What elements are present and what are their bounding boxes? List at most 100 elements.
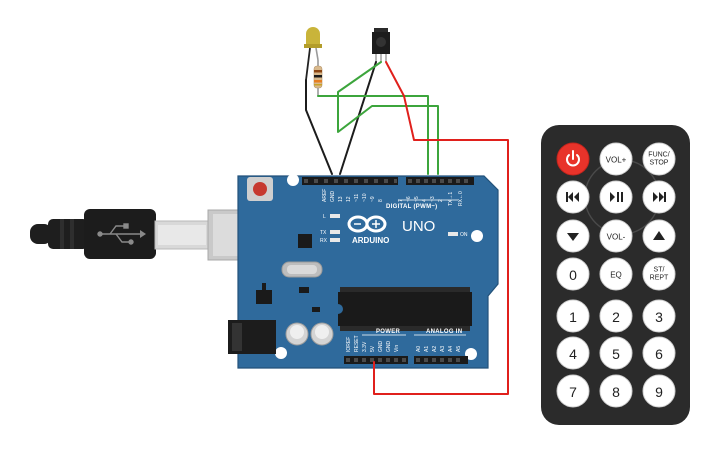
led-label: L bbox=[323, 214, 326, 220]
remote-button-b3[interactable]: 3 bbox=[642, 299, 676, 333]
pin-label: 3.3V bbox=[362, 341, 368, 352]
remote-button-next[interactable] bbox=[642, 180, 676, 214]
remote-button-label: 0 bbox=[569, 267, 577, 283]
remote-button-up[interactable] bbox=[642, 219, 676, 253]
pin-label: ~3 bbox=[430, 196, 436, 202]
remote-button-play-pause[interactable] bbox=[599, 180, 633, 214]
usb-icon bbox=[97, 223, 146, 245]
remote-button-label: 2 bbox=[612, 309, 620, 325]
remote-button-func-stop[interactable]: FUNC/STOP bbox=[642, 142, 676, 176]
analog-header-label: ANALOG IN bbox=[426, 329, 462, 335]
pin-label: IOREF bbox=[346, 337, 352, 352]
pin-label: 13 bbox=[338, 196, 344, 202]
remote-button-st-rept[interactable]: ST/REPT bbox=[642, 257, 676, 291]
remote-button-vol-up[interactable]: VOL+ bbox=[599, 142, 633, 176]
digital-header-label: DIGITAL (PWM~) bbox=[386, 204, 437, 210]
power-analog-header bbox=[344, 356, 468, 364]
pin-label: Vin bbox=[394, 345, 400, 352]
remote-button-label: FUNC/ bbox=[648, 152, 669, 159]
crystal-oscillator bbox=[281, 261, 323, 278]
brand-label: ARDUINO bbox=[352, 236, 389, 245]
pin-label: ~11 bbox=[354, 194, 360, 202]
reset-button bbox=[247, 177, 273, 201]
power-header-label: POWER bbox=[376, 329, 401, 335]
arduino-logo bbox=[347, 215, 387, 233]
remote-button-label: EQ bbox=[610, 271, 622, 280]
top-pin-labels: AREF GND 13 12 ~11 ~10 ~9 8 7 ~6 ~5 4 ~3… bbox=[322, 189, 464, 206]
digital-pin-header bbox=[302, 177, 474, 185]
remote-button-label: 4 bbox=[569, 346, 577, 362]
regulator bbox=[256, 290, 272, 304]
pin-label: A1 bbox=[424, 346, 430, 352]
remote-buttons: VOL+ FUNC/STOP VOL- 0 EQ ST/REPT 1 2 3 4 5 6 7 8 9 bbox=[556, 142, 676, 408]
remote-button-label: 5 bbox=[612, 346, 620, 362]
remote-button-label: REPT bbox=[650, 275, 669, 282]
usb-cable bbox=[30, 209, 273, 261]
remote-button-label: 6 bbox=[655, 346, 663, 362]
remote-button-label: 9 bbox=[655, 384, 663, 400]
remote-button-label: 1 bbox=[569, 309, 577, 325]
pin-label: A0 bbox=[416, 346, 422, 352]
led-label: TX bbox=[320, 230, 327, 236]
bottom-pin-labels: IOREF RESET 3.3V 5V GND GND Vin A0 A1 A2… bbox=[346, 335, 462, 352]
pin-label: ~9 bbox=[370, 196, 376, 202]
remote-button-label: 8 bbox=[612, 384, 620, 400]
remote-button-label: 3 bbox=[655, 309, 663, 325]
pin-label: 4 bbox=[422, 199, 428, 202]
arduino-uno-board: AREF GND 13 12 ~11 ~10 ~9 8 7 ~6 ~5 4 ~3… bbox=[228, 174, 499, 369]
pin-label: RESET bbox=[354, 335, 360, 352]
power-icon bbox=[566, 150, 580, 167]
remote-button-power[interactable] bbox=[556, 142, 590, 176]
pin-label: RX←0 bbox=[458, 191, 464, 206]
remote-button-b0[interactable]: 0 bbox=[556, 257, 590, 291]
ir-remote: VOL+ FUNC/STOP VOL- 0 EQ ST/REPT 1 2 3 4 5 6 7 8 9 bbox=[541, 125, 690, 425]
ir-receiver bbox=[372, 28, 390, 62]
remote-button-b9[interactable]: 9 bbox=[642, 374, 676, 408]
remote-button-b1[interactable]: 1 bbox=[556, 299, 590, 333]
remote-button-b6[interactable]: 6 bbox=[642, 336, 676, 370]
pin-label: GND bbox=[378, 341, 384, 353]
remote-button-down[interactable] bbox=[556, 219, 590, 253]
remote-button-vol-down[interactable]: VOL- bbox=[599, 219, 633, 253]
remote-button-b4[interactable]: 4 bbox=[556, 336, 590, 370]
remote-button-b8[interactable]: 8 bbox=[599, 374, 633, 408]
pin-label: A3 bbox=[440, 346, 446, 352]
pin-label: AREF bbox=[322, 189, 328, 202]
pin-label: A2 bbox=[432, 346, 438, 352]
remote-button-label: VOL- bbox=[607, 233, 626, 242]
remote-button-b5[interactable]: 5 bbox=[599, 336, 633, 370]
remote-button-label: STOP bbox=[650, 160, 669, 167]
pin-label: GND bbox=[330, 191, 336, 203]
on-label: ON bbox=[460, 232, 468, 238]
arrow-down-icon bbox=[567, 233, 579, 241]
remote-button-prev[interactable] bbox=[556, 180, 590, 214]
pin-label: 2 bbox=[438, 199, 444, 202]
remote-button-b7[interactable]: 7 bbox=[556, 374, 590, 408]
pin-label: ~6 bbox=[406, 196, 412, 202]
usb-chip bbox=[298, 234, 312, 248]
skip-forward-icon bbox=[653, 192, 666, 202]
remote-button-b2[interactable]: 2 bbox=[599, 299, 633, 333]
pin-label: 7 bbox=[398, 199, 404, 202]
pin-label: ~5 bbox=[414, 196, 420, 202]
pin-label: TX→1 bbox=[448, 192, 454, 206]
remote-button-eq[interactable]: EQ bbox=[599, 257, 633, 291]
remote-button-label: 7 bbox=[569, 384, 577, 400]
wires bbox=[305, 61, 509, 395]
yellow-led bbox=[304, 27, 322, 81]
onboard-leds: L TX RX ON bbox=[320, 214, 468, 244]
play-pause-icon bbox=[610, 192, 623, 202]
remote-button-label: VOL+ bbox=[606, 156, 627, 165]
resistor bbox=[313, 60, 323, 96]
remote-button-label: ST/ bbox=[654, 267, 665, 274]
atmega-chip bbox=[338, 287, 472, 331]
arrow-up-icon bbox=[653, 231, 665, 240]
pin-label: ~10 bbox=[362, 193, 368, 202]
pin-label: GND bbox=[386, 341, 392, 353]
capacitors bbox=[285, 322, 334, 346]
led-label: RX bbox=[320, 238, 328, 244]
model-label: UNO bbox=[402, 218, 435, 235]
pin-label: 12 bbox=[346, 196, 352, 202]
power-jack bbox=[228, 320, 276, 354]
